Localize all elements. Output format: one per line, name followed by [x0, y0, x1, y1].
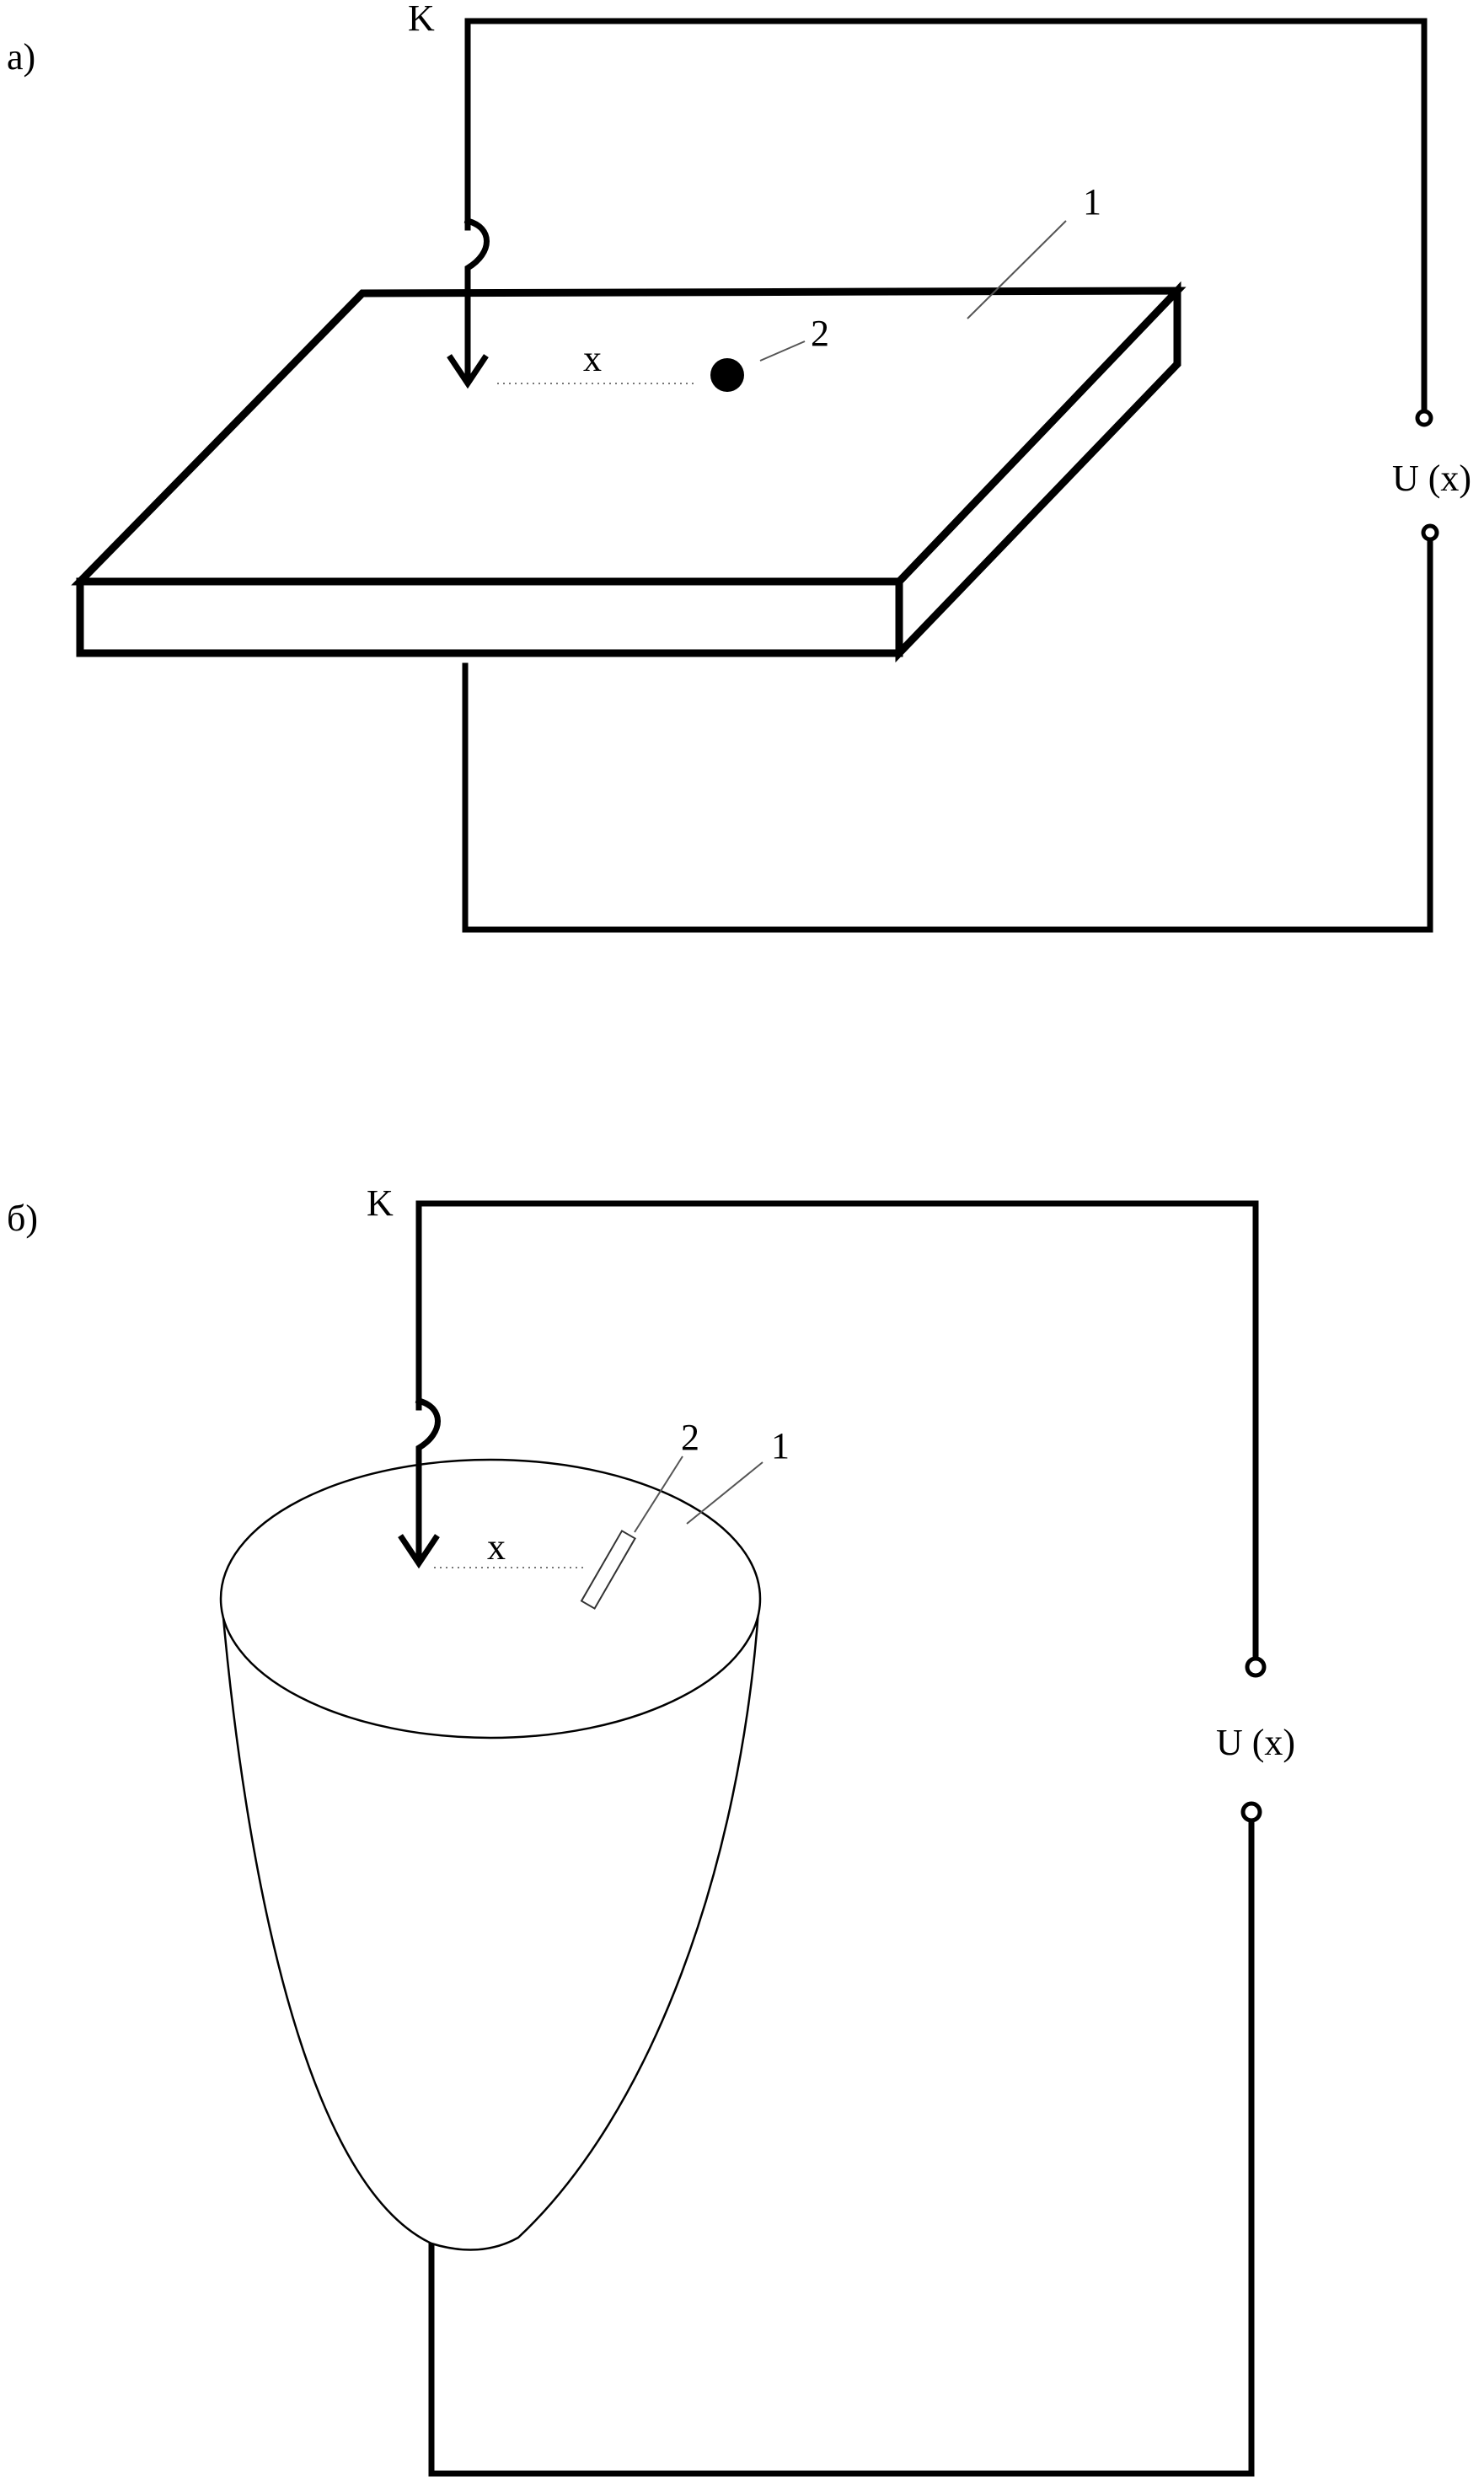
- wire-bottom-a: [462, 529, 1433, 933]
- probe-label-b: K: [367, 1182, 394, 1224]
- probe-k-b: [398, 1396, 441, 1569]
- panel-label-a: а): [7, 36, 35, 78]
- wire-top-a: [464, 18, 1428, 415]
- body-label-b: 1: [771, 1425, 790, 1466]
- wire-top-b: [415, 1200, 1259, 1662]
- voltage-label-a: U (x): [1392, 458, 1471, 499]
- element-dot: [710, 358, 744, 392]
- leader-body-a: [967, 220, 1067, 319]
- element-gauge: [580, 1530, 636, 1610]
- probe-k-a: [447, 217, 490, 389]
- probe-arrow-icon: [398, 1534, 440, 1569]
- terminal-bottom-b: [1240, 1801, 1262, 1823]
- probe-arrow-icon: [447, 354, 489, 389]
- wire-bottom-b: [428, 1809, 1255, 2477]
- panel-label-b: б): [7, 1198, 38, 1239]
- distance-label-b: x: [487, 1526, 506, 1568]
- slab-front-face: [76, 577, 903, 657]
- probe-wire-a: [463, 217, 490, 384]
- leader-body-b: [686, 1461, 763, 1525]
- terminal-bottom-a: [1421, 523, 1439, 542]
- probe-wire-b: [415, 1396, 441, 1564]
- figure-a: а) K x 2 1 U (x): [7, 0, 1471, 933]
- terminal-top-a: [1415, 409, 1433, 427]
- vessel-top-ellipse: [219, 1458, 762, 1740]
- terminal-top-b: [1245, 1656, 1267, 1678]
- element-label-b: 2: [681, 1417, 699, 1458]
- leader-element-a: [759, 340, 806, 362]
- probe-label-a: K: [408, 0, 435, 39]
- slab-top-face: [71, 287, 1187, 586]
- vessel-side: [220, 1597, 761, 2251]
- element-label-a: 2: [811, 313, 829, 354]
- vessel-body: [219, 1458, 762, 2251]
- distance-label-a: x: [583, 338, 602, 379]
- slab-body: [71, 281, 1187, 663]
- figure-b: б) K x 2 1 U (x): [7, 1182, 1295, 2477]
- leader-element-b: [634, 1455, 683, 1533]
- body-label-a: 1: [1083, 181, 1101, 222]
- voltage-label-b: U (x): [1216, 1722, 1295, 1763]
